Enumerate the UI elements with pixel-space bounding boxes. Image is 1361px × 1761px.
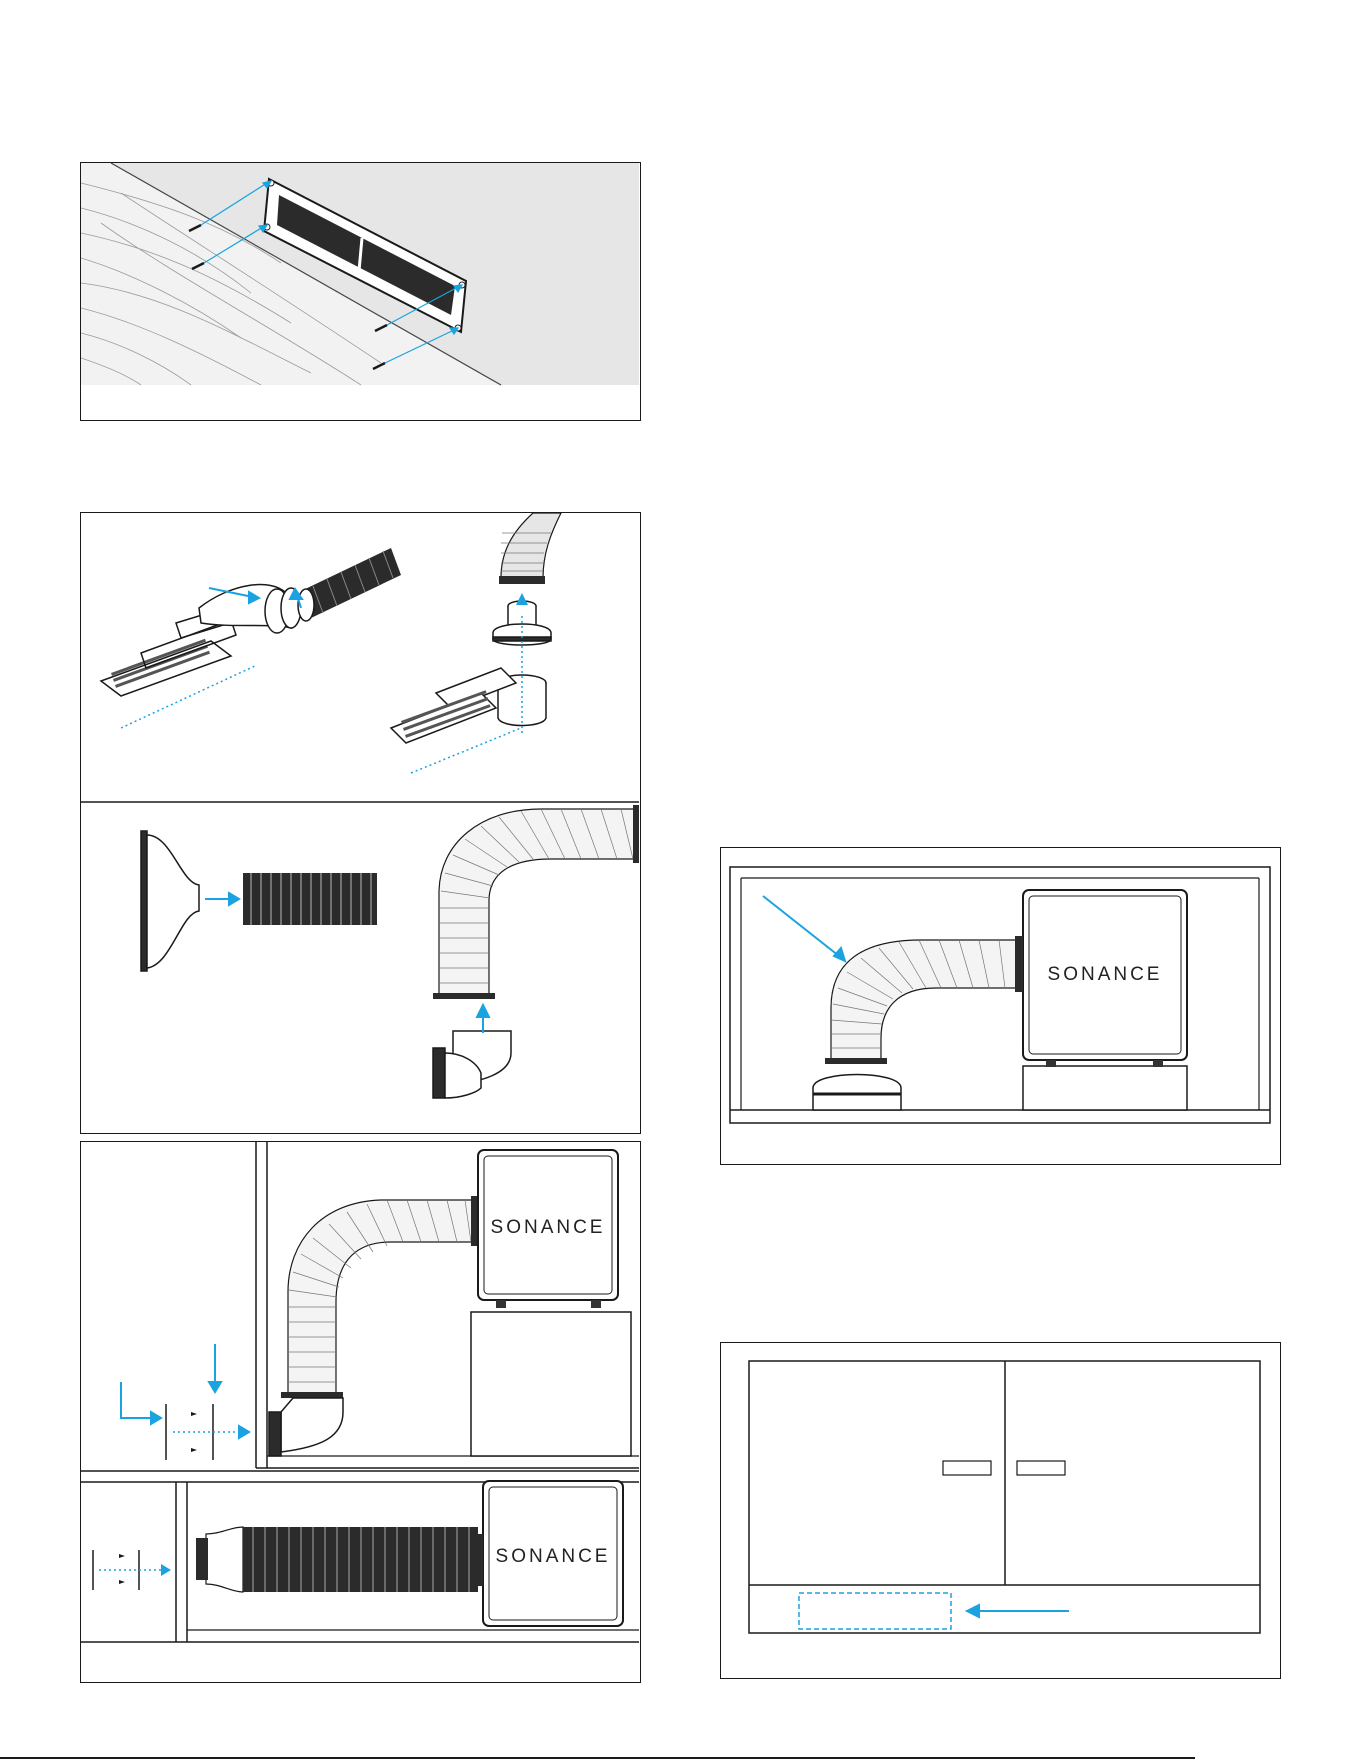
- flex-duct-icon: [281, 1196, 477, 1398]
- vent-grille-illustration: [81, 163, 639, 419]
- flex-duct-icon: [243, 873, 377, 925]
- arrow-icon: [121, 1344, 249, 1438]
- figure-duct-assembly: [80, 512, 641, 1134]
- duct-assembly-illustration: [81, 513, 639, 1132]
- cabinet-front-illustration: [721, 1343, 1279, 1677]
- screw-icon: [119, 1554, 125, 1584]
- arrow-icon: [516, 593, 528, 605]
- figure-cabinet-front: [720, 1342, 1281, 1679]
- sonance-logo: SONANCE: [1048, 964, 1163, 985]
- subwoofer-enclosure-icon: SONANCE: [1023, 890, 1187, 1067]
- arrow-icon: [205, 893, 239, 905]
- flex-duct-icon: [196, 1527, 483, 1592]
- flex-duct-icon: [433, 805, 639, 999]
- sonance-logo: SONANCE: [491, 1217, 606, 1238]
- vent-location-outline: [799, 1593, 951, 1629]
- door-handle-right: [1017, 1461, 1065, 1475]
- arrow-icon: [161, 1564, 171, 1576]
- sonance-logo: SONANCE: [496, 1546, 611, 1567]
- footer-rule: [0, 1757, 1195, 1759]
- flex-duct-icon: [499, 513, 561, 584]
- subwoofer-enclosure-icon: SONANCE: [478, 1150, 618, 1308]
- arrow-icon: [763, 896, 845, 961]
- flex-duct-icon: [825, 936, 1023, 1064]
- figure-vent-grille-mounting: [80, 162, 641, 421]
- subwoofer-enclosure-icon: SONANCE: [483, 1481, 623, 1626]
- cabinet-interior-illustration: SONANCE: [721, 848, 1279, 1163]
- door-handle-left: [943, 1461, 991, 1475]
- figure-cabinet-install: SONANCE: [80, 1141, 641, 1683]
- figure-cabinet-interior: SONANCE: [720, 847, 1281, 1165]
- cabinet-install-illustration: SONANCE: [81, 1142, 639, 1681]
- arrow-icon: [477, 1005, 489, 1033]
- arrow-icon: [967, 1605, 1069, 1617]
- flex-duct-icon: [298, 548, 401, 621]
